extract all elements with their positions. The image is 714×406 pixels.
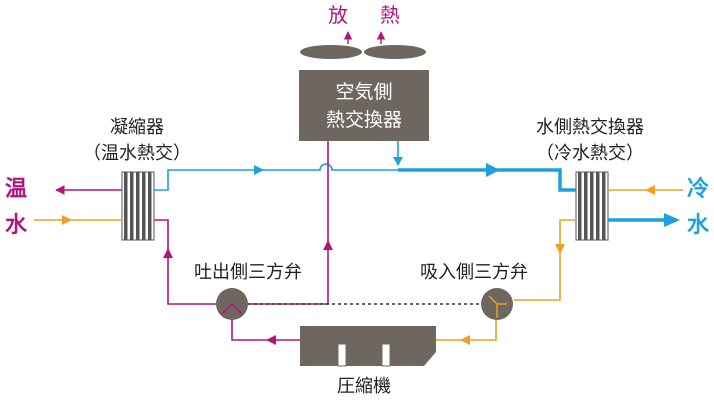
blue-pipe-condenser-to-hx: [154, 163, 398, 191]
blue-pipe-thick: [398, 168, 576, 192]
cold-water-in-arrow: [645, 185, 655, 195]
release-label-char1: 放: [328, 3, 348, 27]
water-hx-label-line1: 水側熱交換器: [536, 117, 644, 138]
compressor: [300, 326, 436, 367]
release-label-char2: 熱: [380, 3, 400, 27]
warm-water-label-char2: 水: [5, 213, 28, 238]
cold-water-out-arrow: [664, 213, 680, 227]
blue-pipe-mid-arrow: [254, 165, 264, 175]
magenta-pipe-to-condenser: [154, 219, 216, 305]
warm-water-label-char1: 温: [5, 177, 27, 202]
magenta-pipe-up-arrow-right: [323, 240, 333, 250]
condenser-label-line2: （温水熱交）: [83, 143, 191, 164]
condenser-coil: [121, 171, 155, 241]
air-heat-exchanger: [299, 70, 429, 141]
suction-three-way-valve: [481, 288, 513, 320]
orange-pipe-down-arrow: [555, 244, 565, 254]
air-hx-label-line2: 熱交換器: [326, 109, 402, 131]
discharge-three-way-valve: [216, 288, 248, 320]
cold-water-label-char1: 冷: [687, 176, 709, 202]
fan-blade-right: [364, 45, 426, 59]
fan-blade-left: [300, 45, 362, 59]
cold-water-label-char2: 水: [687, 213, 710, 238]
orange-pipe-left-arrow: [460, 335, 470, 345]
water-hx-coil: [575, 171, 609, 241]
orange-pipe-from-water-hx: [514, 219, 576, 301]
magenta-pipe-return-arrow: [266, 335, 276, 345]
magenta-pipe-up-arrow-left: [163, 248, 173, 258]
blue-pipe-airhx-arrow: [393, 157, 403, 166]
suction-valve-label: 吸入側三方弁: [420, 262, 528, 283]
air-hx-label-line1: 空気側: [335, 81, 392, 103]
blue-pipe-thick-arrow: [486, 163, 500, 177]
orange-pipe-to-compressor: [436, 318, 497, 341]
warm-water-in-arrow: [62, 215, 72, 225]
discharge-valve-label: 吐出側三方弁: [194, 262, 302, 283]
condenser-label-line1: 凝縮器: [110, 117, 164, 138]
compressor-label: 圧縮機: [337, 376, 391, 397]
water-hx-label-line2: （冷水熱交）: [536, 143, 644, 164]
